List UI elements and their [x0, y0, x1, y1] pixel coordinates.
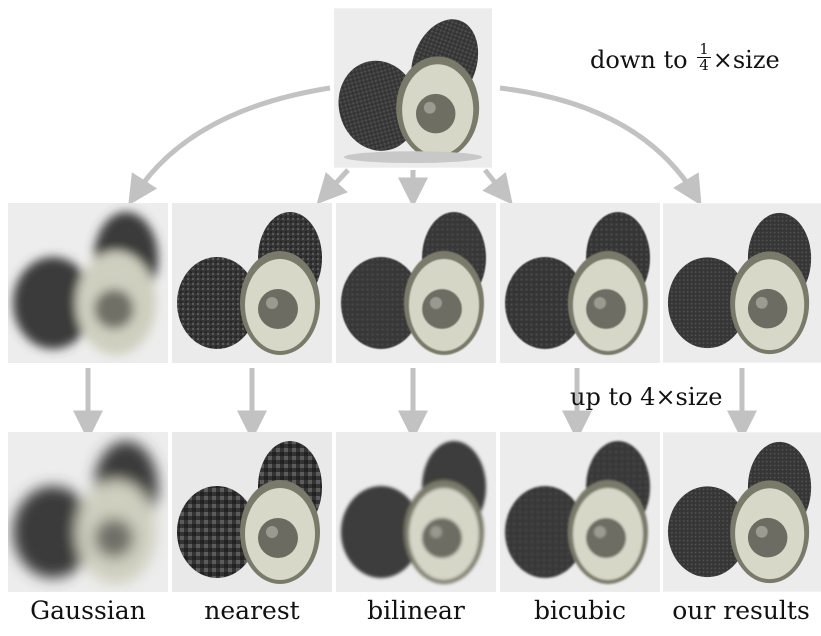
downscale-prefix: down to: [590, 46, 688, 74]
downsampled-bicubic-image: [500, 203, 660, 363]
upsampled-ours-image: [663, 432, 821, 592]
downsampled-ours-image: [663, 203, 821, 363]
caption-bilinear: bilinear: [336, 596, 496, 625]
upsampled-gaussian-image: [8, 432, 168, 592]
upsampled-bilinear-image: [336, 432, 496, 592]
downscale-suffix: ×size: [713, 46, 780, 74]
arrow-to-ours: [500, 88, 695, 195]
upsampled-bicubic-image: [500, 432, 660, 592]
downsampled-gaussian-image: [8, 203, 168, 363]
caption-nearest: nearest: [172, 596, 332, 625]
caption-gaussian: Gaussian: [8, 596, 168, 625]
upsampled-nearest-image: [172, 432, 332, 592]
arrow-to-bicubic: [485, 170, 505, 195]
downsampled-nearest-image: [172, 203, 332, 363]
arrow-to-gaussian: [135, 88, 330, 195]
fraction-denominator: 4: [697, 58, 711, 73]
avocado-source-graphic: [334, 8, 492, 168]
arrow-to-nearest: [325, 170, 348, 195]
caption-bicubic: bicubic: [500, 596, 660, 625]
downsampled-bilinear-image: [336, 203, 496, 363]
downscale-fraction: 1 4: [697, 42, 711, 73]
upscale-label: up to 4×size: [570, 383, 722, 411]
caption-our-results: our results: [661, 596, 821, 625]
downscale-label: down to 1 4 ×size: [590, 46, 780, 77]
avocado-source-image: [334, 8, 492, 168]
